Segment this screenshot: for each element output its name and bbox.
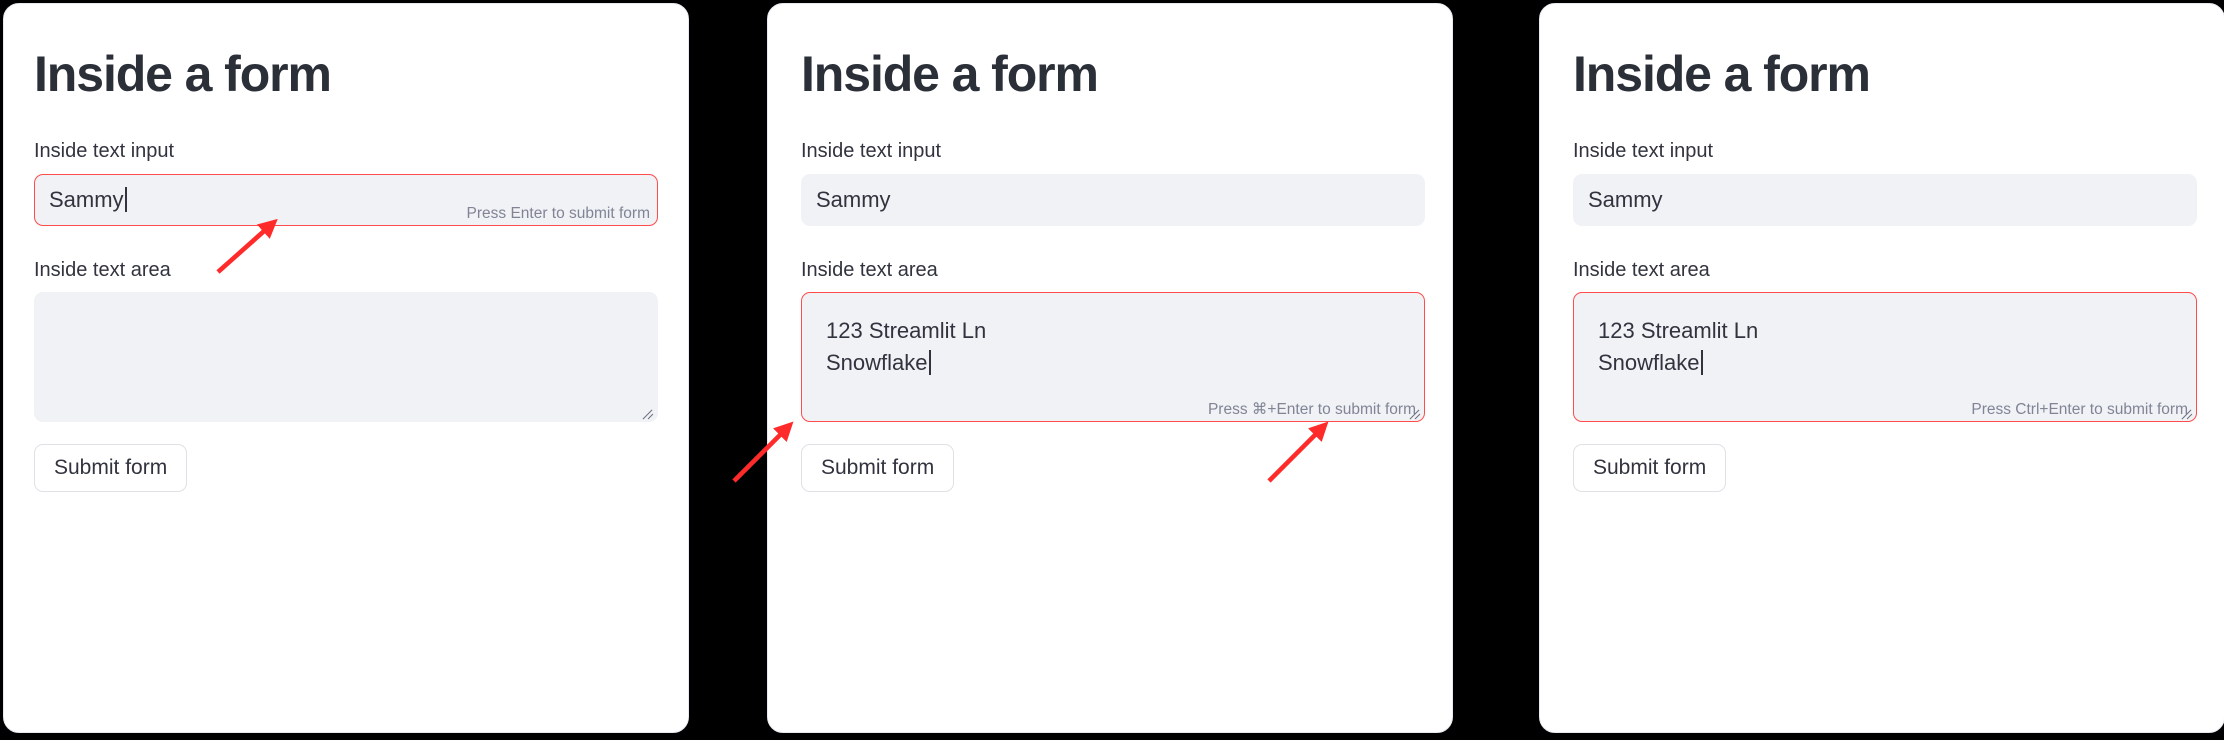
text-area-field[interactable] [34,292,658,422]
text-area-value: 123 Streamlit Ln Snowflake [1598,318,1759,375]
text-area-value: 123 Streamlit Ln Snowflake [826,318,987,375]
submit-form-button[interactable]: Submit form [1573,444,1727,492]
page-title: Inside a form [801,46,1099,102]
text-area-label: Inside text area [1573,259,1710,281]
form-body-1: Inside a form Inside text input Sammy Pr… [34,4,658,732]
form-card-2: Inside a form Inside text input Sammy In… [767,3,1453,733]
text-input-value-wrap: Sammy [49,187,127,213]
text-input-label: Inside text input [1573,140,1714,162]
text-input-value: Sammy [49,187,124,212]
text-area-submit-hint: Press Ctrl+Enter to submit form [1971,401,2188,418]
text-input-label: Inside text input [34,140,175,162]
text-input-field[interactable]: Sammy Press Enter to submit form [34,174,658,226]
text-area-submit-hint: Press ⌘+Enter to submit form [1207,401,1416,418]
text-area-field[interactable]: 123 Streamlit Ln Snowflake Press ⌘+Enter… [801,292,1425,422]
text-input-value: Sammy [816,187,891,212]
submit-form-button[interactable]: Submit form [801,444,955,492]
text-area-value-wrap: 123 Streamlit Ln Snowflake [1598,315,1758,379]
text-input-field[interactable]: Sammy [1573,174,2197,226]
text-input-submit-hint: Press Enter to submit form [466,205,650,222]
submit-form-button[interactable]: Submit form [34,444,188,492]
form-body-3: Inside a form Inside text input Sammy In… [1573,4,2197,732]
text-caret-icon [124,187,127,212]
text-area-field[interactable]: 123 Streamlit Ln Snowflake Press Ctrl+En… [1573,292,2197,422]
text-input-label: Inside text input [801,140,942,162]
text-caret-icon [1700,349,1703,375]
text-input-field[interactable]: Sammy [801,174,1425,226]
resize-grip-icon[interactable] [1408,405,1421,420]
text-input-value: Sammy [1588,187,1663,212]
form-card-3: Inside a form Inside text input Sammy In… [1539,3,2224,733]
text-area-value-wrap: 123 Streamlit Ln Snowflake [826,315,986,379]
text-input-value-wrap: Sammy [816,187,891,213]
text-area-label: Inside text area [801,259,938,281]
page-title: Inside a form [1573,46,1871,102]
form-body-2: Inside a form Inside text input Sammy In… [801,4,1425,732]
text-caret-icon [928,349,931,375]
page-title: Inside a form [34,46,332,102]
text-area-label: Inside text area [34,259,171,281]
resize-grip-icon[interactable] [2180,405,2193,420]
text-input-value-wrap: Sammy [1588,187,1663,213]
form-card-1: Inside a form Inside text input Sammy Pr… [3,3,689,733]
resize-grip-icon[interactable] [641,405,654,420]
